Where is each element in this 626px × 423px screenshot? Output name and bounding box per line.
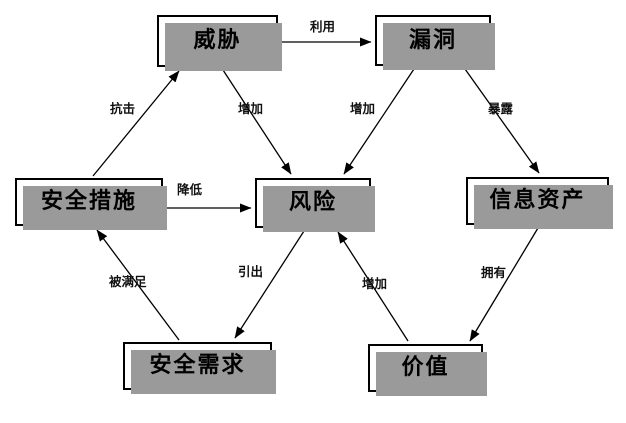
edge-label-derives: 引出 [238,264,264,279]
node-value[interactable]: 价值 [368,344,487,396]
node-vulnerability-label: 漏洞 [408,27,457,53]
edge-label-reduces: 降低 [177,182,203,197]
edge-asset-has-value [469,227,539,342]
node-threat-label: 威胁 [193,28,242,53]
edge-label-has: 拥有 [481,265,507,280]
edge-label-vuln-increases: 增加 [350,101,376,116]
node-security-control-label: 安全措施 [40,189,137,214]
node-security-control[interactable]: 安全措施 [15,178,167,230]
edge-vulnerability-increases-risk [343,68,415,175]
edge-value-increases-risk [337,231,409,342]
edge-label-threat-increases: 增加 [238,101,264,116]
edge-label-satisfied-by: 被满足 [109,274,147,289]
node-security-requirement-label: 安全需求 [149,353,246,378]
node-information-asset[interactable]: 信息资产 [466,177,613,229]
edge-label-exploits: 利用 [310,19,336,34]
edge-label-exposes: 暴露 [488,101,514,116]
node-value-label: 价值 [401,355,450,380]
edge-label-counters: 抗击 [110,101,136,116]
node-threat[interactable]: 威胁 [157,15,282,71]
node-risk-label: 风险 [288,190,337,215]
edge-control-counters-threat [92,70,180,177]
edge-risk-derives-requirement [234,230,305,339]
node-risk[interactable]: 风险 [255,178,375,232]
edge-threat-increases-risk [222,69,292,175]
edge-label-value-increases: 增加 [362,276,388,291]
edge-vulnerability-exposes-asset [464,68,540,174]
node-vulnerability[interactable]: 漏洞 [375,15,495,70]
edge-requirement-satisfied-by-control [96,229,180,341]
node-information-asset-label: 信息资产 [489,188,586,213]
node-security-requirement[interactable]: 安全需求 [123,342,276,394]
